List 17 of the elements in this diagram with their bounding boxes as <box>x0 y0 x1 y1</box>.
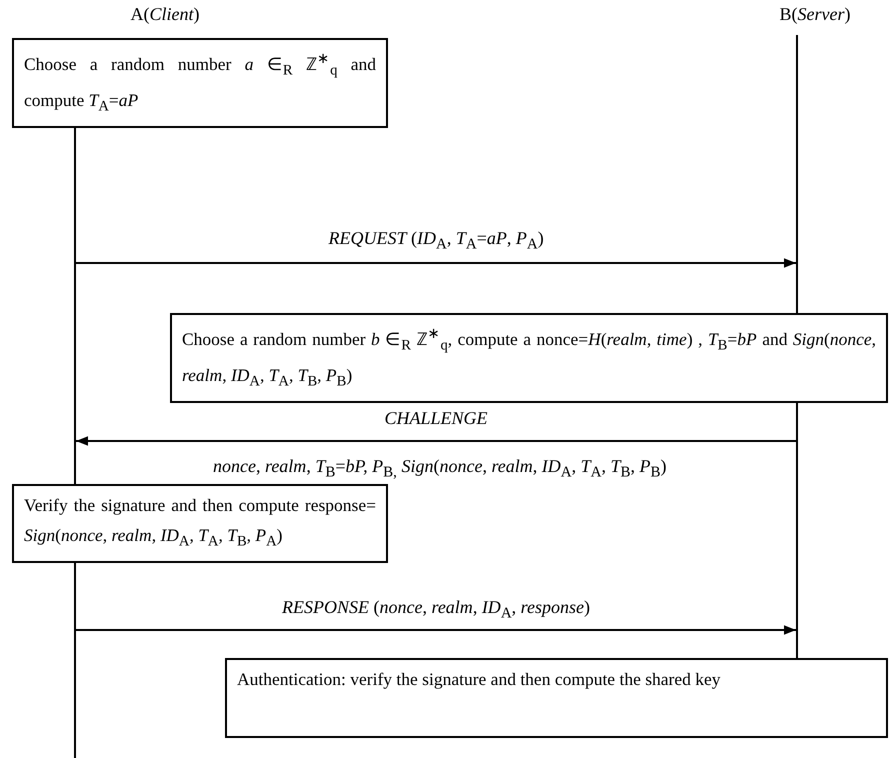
message-arrow <box>76 625 796 635</box>
participant-label: A(Client) <box>130 4 200 25</box>
lifeline <box>74 563 76 758</box>
process-box <box>12 38 388 128</box>
lifeline <box>796 403 798 658</box>
process-box <box>12 484 388 562</box>
process-box <box>225 658 888 738</box>
lifeline <box>74 128 76 484</box>
participant-label: B(Server) <box>780 4 850 25</box>
process-box <box>170 313 888 403</box>
message-arrow <box>76 436 796 446</box>
box-text: Choose a random number b ∈$_{R}$ ℤ$^{∗}$$_{q}$, compute a nonce=H(realm, time) , T$_{B}$=bP and Sign(nonce, realm, ID$_{A}$, T$_{A}$, T$_{B}$, P$_{B}$) <box>182 325 876 392</box>
lifeline <box>796 35 798 313</box>
box-text: Verify the signature and then compute response= Sign(nonce, realm, ID$_{A}$, T$_{A}$, T$_{B}$, P$_{A}$) <box>24 494 376 552</box>
box-text: Choose a random number a ∈$_{R}$ ℤ$^{∗}$$_{q}$ and compute T$_{A}$=aP <box>24 50 376 117</box>
message-arrow <box>76 258 796 268</box>
box-text: Authentication: verify the signature and then compute the shared key <box>237 668 722 691</box>
